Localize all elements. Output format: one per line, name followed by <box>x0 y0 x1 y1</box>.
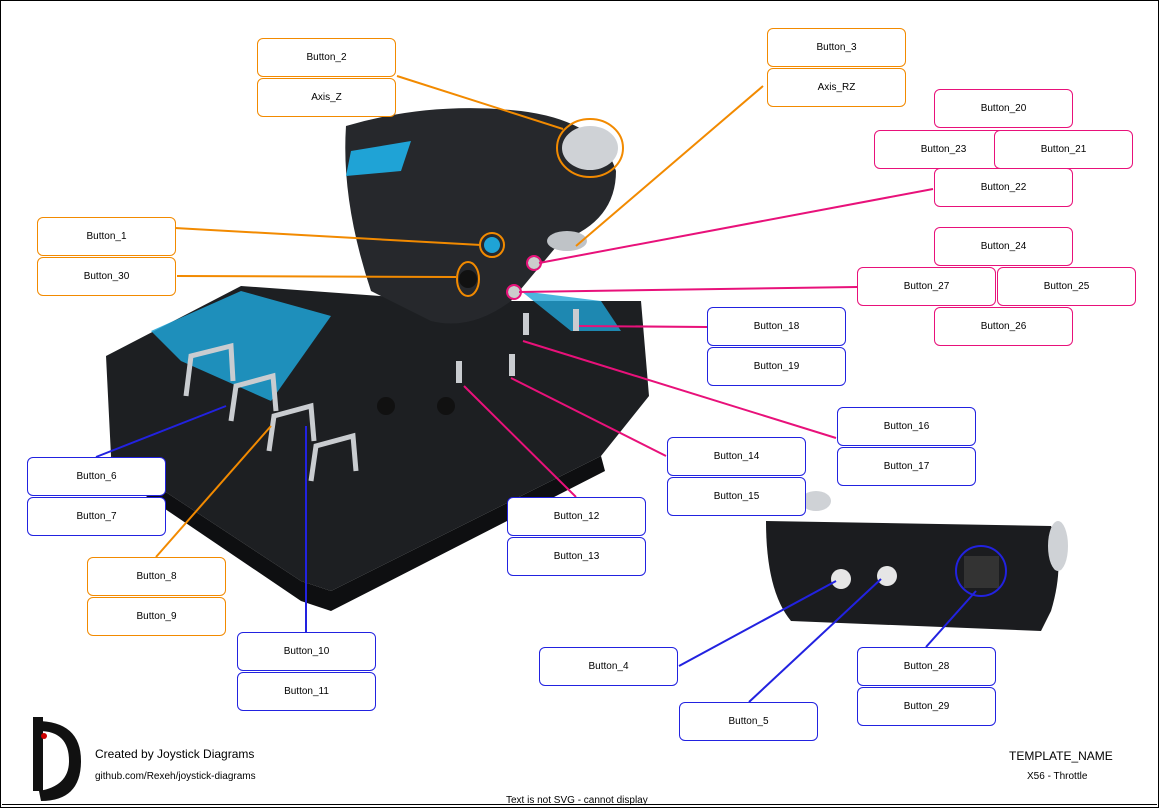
label-button-17: Button_17 <box>837 447 976 486</box>
label-button-26: Button_26 <box>934 307 1073 346</box>
highlight-button-2 <box>556 118 624 178</box>
line-button-3 <box>575 85 764 247</box>
toggle-switches <box>456 309 579 383</box>
label-button-8: Button_8 <box>87 557 226 596</box>
highlight-button-1 <box>479 232 505 258</box>
line-button-30 <box>176 275 457 278</box>
label-button-19: Button_19 <box>707 347 846 386</box>
label-button-11: Button_11 <box>237 672 376 711</box>
label-button-12: Button_12 <box>507 497 646 536</box>
created-by-text: Created by Joystick Diagrams <box>95 747 255 761</box>
device-name: X56 - Throttle <box>1027 771 1088 782</box>
line-button-2 <box>396 75 564 130</box>
throttle-handle <box>345 108 616 324</box>
line-button-27 <box>518 286 858 293</box>
throttle-base-side <box>109 456 605 611</box>
highlight-button-28 <box>955 545 1007 597</box>
label-button-20: Button_20 <box>934 89 1073 128</box>
highlight-button-30 <box>456 261 480 297</box>
line-button-22 <box>538 188 934 264</box>
repo-link: github.com/Rexeh/joystick-diagrams <box>95 771 256 782</box>
label-button-23: Button_23 <box>874 130 1013 169</box>
label-button-14: Button_14 <box>667 437 806 476</box>
label-button-5: Button_5 <box>679 702 818 741</box>
blue-panel <box>151 291 331 401</box>
label-button-15: Button_15 <box>667 477 806 516</box>
highlight-button-27 <box>506 284 522 300</box>
label-button-21: Button_21 <box>994 130 1133 169</box>
template-name: TEMPLATE_NAME <box>1009 749 1113 763</box>
label-button-10: Button_10 <box>237 632 376 671</box>
line-button-8 <box>155 425 272 558</box>
rotary-knob <box>562 126 618 170</box>
line-button-12 <box>463 385 577 498</box>
joystick-diagrams-logo <box>33 717 81 801</box>
label-button-28: Button_28 <box>857 647 996 686</box>
handle-stripes <box>346 141 411 176</box>
label-button-30: Button_30 <box>37 257 176 296</box>
label-axis-z: Axis_Z <box>257 78 396 117</box>
label-button-3: Button_3 <box>767 28 906 67</box>
label-button-29: Button_29 <box>857 687 996 726</box>
line-button-5 <box>748 578 882 703</box>
label-button-22: Button_22 <box>934 168 1073 207</box>
line-button-14 <box>510 377 667 457</box>
svg-notice: Text is not SVG - cannot display <box>506 795 648 806</box>
label-button-6: Button_6 <box>27 457 166 496</box>
label-button-24: Button_24 <box>934 227 1073 266</box>
line-button-16 <box>522 340 837 439</box>
line-button-1 <box>156 226 482 246</box>
line-button-28 <box>925 590 977 648</box>
blue-panel-right <box>521 291 621 331</box>
throttle-side-view <box>766 521 1059 631</box>
label-button-13: Button_13 <box>507 537 646 576</box>
label-button-27: Button_27 <box>857 267 996 306</box>
safety-guards <box>183 342 359 482</box>
line-button-6 <box>95 405 227 458</box>
label-axis-rz: Axis_RZ <box>767 68 906 107</box>
label-button-7: Button_7 <box>27 497 166 536</box>
line-button-4 <box>678 580 837 667</box>
label-button-4: Button_4 <box>539 647 678 686</box>
label-button-25: Button_25 <box>997 267 1136 306</box>
label-button-18: Button_18 <box>707 307 846 346</box>
highlight-button-22 <box>526 255 542 271</box>
label-button-1: Button_1 <box>37 217 176 256</box>
label-button-16: Button_16 <box>837 407 976 446</box>
line-button-18 <box>578 325 708 328</box>
label-button-2: Button_2 <box>257 38 396 77</box>
label-button-9: Button_9 <box>87 597 226 636</box>
